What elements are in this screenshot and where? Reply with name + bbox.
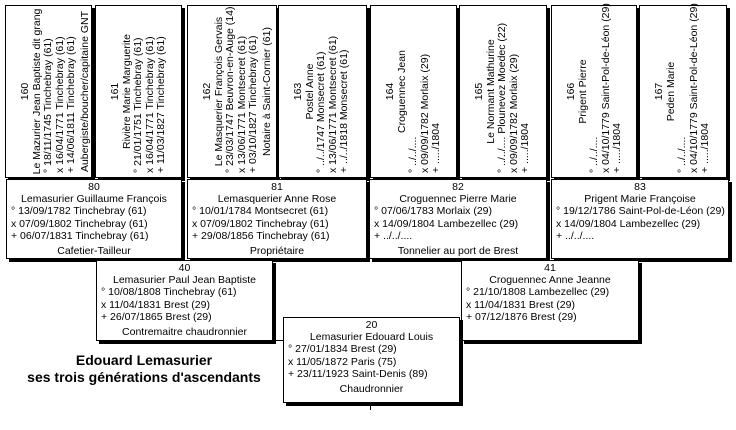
sosa-number: 82 <box>452 181 464 193</box>
person-name: Croguennec Pierre Marie <box>399 193 517 205</box>
sosa-number: 160 <box>19 82 31 101</box>
birth-line: ° 18/11/1745 Tinchebray (61) <box>42 38 54 173</box>
death-line: + 14/06/1811 Tinchebray (61) <box>65 36 77 173</box>
death-line: + 03/10/1827 Tinchebray (61) <box>247 35 259 173</box>
marriage-line: x 07/09/1802 Tinchebray (61) <box>11 217 148 230</box>
death-line: + 07/12/1876 Brest (29) <box>466 311 577 323</box>
profession: Propriétaire <box>249 244 305 257</box>
marriage-line: x 11/04/1831 Brest (29) <box>466 298 575 311</box>
title-line-2: ses trois générations d'ascendants <box>27 369 261 385</box>
marriage-line: x 07/09/1802 Tinchebray (61) <box>192 217 329 230</box>
marriage-line: x 14/09/1804 Lambezellec (29) <box>374 217 519 230</box>
birth-line: ° 10/08/1808 Tinchebray (61) <box>101 286 237 298</box>
sosa-number: 162 <box>201 82 213 101</box>
death-line: + 11/03/1827 Tinchebray (61) <box>155 36 167 173</box>
sosa-number: 81 <box>271 181 283 193</box>
sosa-number: 20 <box>365 319 378 331</box>
profession: Chaudronnier <box>339 382 404 395</box>
sosa-number: 41 <box>544 262 556 274</box>
death-line: + ...../1804 <box>519 123 531 173</box>
birth-line: ° 10/01/1784 Montsecret (61) <box>192 205 329 217</box>
sosa-number: 163 <box>292 82 304 101</box>
person-name: Prigent Marie Françoise <box>584 193 696 205</box>
profession: Tonnelier au port de Brest <box>397 244 519 257</box>
death-line: + 29/08/1856 Tinchebray (61) <box>192 230 330 242</box>
connector <box>272 340 284 341</box>
chart-title: Edouard Lemasurier ses trois générations… <box>14 352 274 386</box>
sosa-number: 161 <box>109 82 121 101</box>
death-line: + 26/07/1865 Brest (29) <box>101 311 212 323</box>
birth-line: ° 13/09/1782 Tinchebray (61) <box>11 205 147 217</box>
sosa-number: 164 <box>384 82 396 101</box>
birth-line: ° ../../.... Plounevez Moedec (22) <box>496 22 508 173</box>
sosa-number: 80 <box>88 181 100 193</box>
birth-line: ° 19/12/1786 Saint-Pol-de-Léon (29) <box>556 205 725 217</box>
birth-line: ° 07/06/1783 Morlaix (29) <box>374 205 493 217</box>
sosa-number: 83 <box>634 181 646 193</box>
marriage-line: x 11/04/1831 Brest (29) <box>101 298 210 311</box>
profession: Aubergiste/boucher/capitaine GNT <box>78 10 91 173</box>
person-name: Lemasurier Guillaume François <box>21 193 167 205</box>
death-line: + ...../1804 <box>699 123 711 173</box>
death-line: + ../../.... <box>374 230 413 242</box>
profession: Contremaitre chaudronnier <box>122 325 247 338</box>
death-line: + ...../1804 <box>430 123 442 173</box>
sosa-number: 165 <box>473 82 485 101</box>
sosa-number: 40 <box>178 262 191 274</box>
birth-line: ° 21/01/1751 Tinchebray (61) <box>132 37 144 173</box>
sosa-number: 167 <box>653 82 665 101</box>
birth-line: ° 27/01/1834 Brest (29) <box>288 343 397 355</box>
birth-line: ° ../../1747 Monsecret (61) <box>315 51 327 173</box>
person-name: Croguennec Anne Jeanne <box>489 274 611 286</box>
person-name: Lemasurier Paul Jean Baptiste <box>113 274 256 286</box>
death-line: + ...../1804 <box>611 123 623 173</box>
profession: Cafetier-Tailleur <box>57 244 131 257</box>
birth-line: ° ../../.... <box>588 136 600 173</box>
person-name: Lemasquerier Anne Rose <box>217 193 337 205</box>
death-line: + 06/07/1831 Tinchebray (61) <box>11 230 149 242</box>
death-line: + ../../1818 Monsecret (61) <box>338 49 350 173</box>
connector <box>370 402 371 410</box>
birth-line: ° ../../.... <box>407 136 419 173</box>
death-line: + ../../.... <box>556 230 595 242</box>
birth-line: ° 23/03/1747 Beuvron-en-Auge (14) <box>224 6 236 173</box>
title-line-1: Edouard Lemasurier <box>75 352 213 368</box>
marriage-line: x 14/09/1804 Lambezellec (29) <box>556 217 701 230</box>
profession: Notaire à Saint-Cornier (61) <box>260 27 273 156</box>
birth-line: ° 21/10/1808 Lambezellec (29) <box>466 286 610 298</box>
sosa-number: 166 <box>565 82 577 101</box>
person-name: Lemasurier Edouard Louis <box>309 331 434 343</box>
birth-line: ° ../../.... <box>676 136 688 173</box>
death-line: + 23/11/1923 Saint-Denis (89) <box>288 368 428 380</box>
marriage-line: x 11/05/1872 Paris (75) <box>288 355 397 368</box>
